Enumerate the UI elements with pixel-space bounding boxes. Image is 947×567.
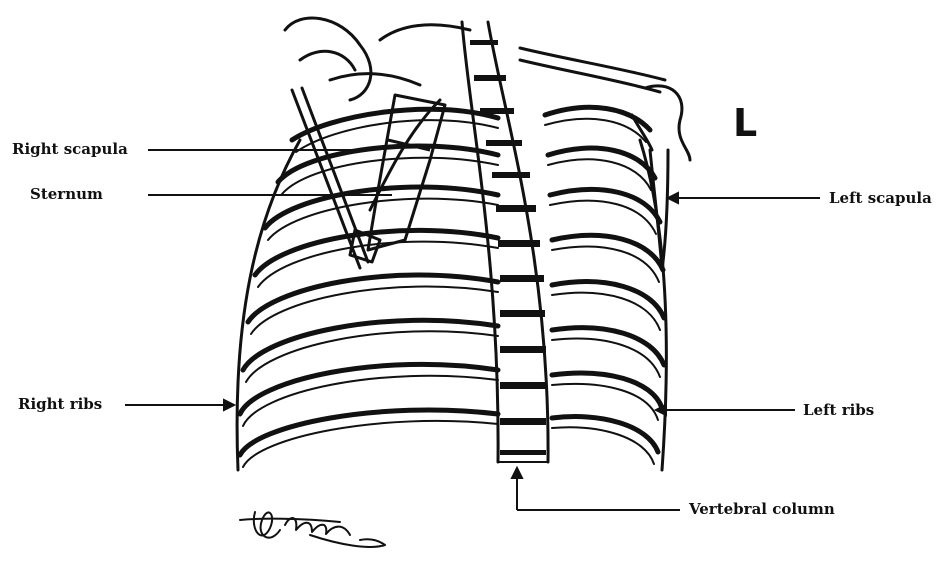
label-right-scapula: Right scapula bbox=[12, 140, 128, 158]
label-right-ribs: Right ribs bbox=[18, 395, 102, 413]
side-marker-letter: L bbox=[733, 103, 757, 143]
right-ribs-drawing bbox=[240, 109, 498, 467]
label-vertebral-column: Vertebral column bbox=[689, 500, 835, 518]
label-left-scapula: Left scapula bbox=[829, 189, 932, 207]
signature-drawing bbox=[240, 512, 385, 547]
leader-lines bbox=[125, 150, 820, 510]
label-sternum: Sternum bbox=[30, 185, 103, 203]
vertebral-bodies bbox=[470, 40, 546, 455]
label-left-ribs: Left ribs bbox=[803, 401, 874, 419]
sternum-drawing bbox=[368, 95, 445, 250]
